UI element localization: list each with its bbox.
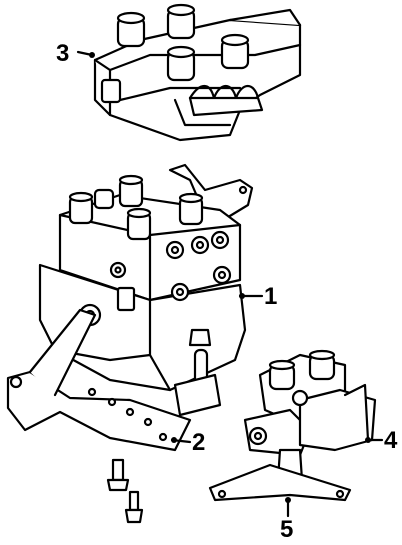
callout-4: 4 (384, 427, 398, 454)
rear-valve-assembly (243, 349, 377, 482)
callout-1: 1 (264, 283, 278, 310)
callout-3: 3 (56, 40, 70, 67)
control-module (93, 3, 302, 142)
abs-modulator (38, 163, 254, 417)
mounting-bracket (6, 308, 192, 524)
callout-2: 2 (192, 429, 206, 456)
callout-5: 5 (280, 516, 294, 543)
valve-bracket (208, 463, 352, 502)
